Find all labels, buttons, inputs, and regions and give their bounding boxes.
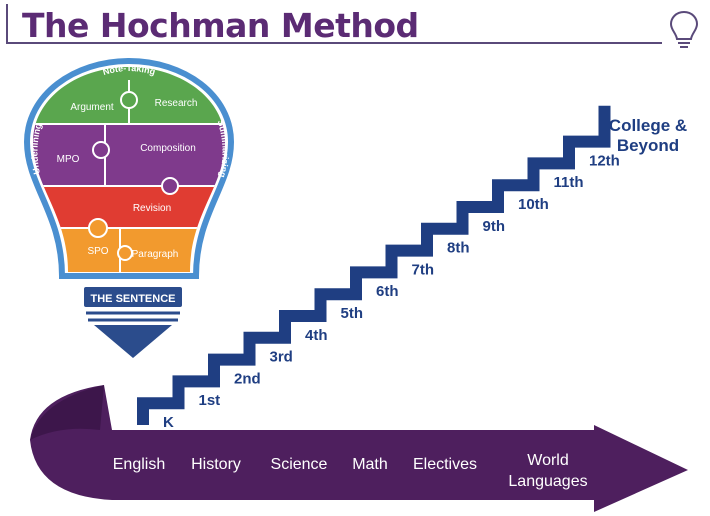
grade-label: 9th [483, 218, 506, 235]
idea-bulb: Note-Taking Underlining Summarizing Argu… [23, 57, 235, 358]
grade-label: 1st [199, 392, 221, 409]
subject-labels: English History Science Math Electives W… [113, 452, 588, 490]
college-label-line2: Beyond [617, 136, 679, 155]
sentence-label: THE SENTENCE [91, 293, 176, 305]
grade-label: 4th [305, 327, 328, 344]
subject-history: History [191, 456, 241, 473]
grade-label: 3rd [270, 349, 293, 366]
piece-argument: Argument [70, 102, 114, 113]
bulb-tip [94, 325, 172, 358]
grade-label: 8th [447, 240, 470, 257]
piece-mpo: MPO [57, 154, 80, 165]
grade-label: 2nd [234, 370, 261, 387]
lightbulb-icon [669, 10, 699, 48]
title-box: The Hochman Method [6, 4, 662, 45]
grade-label: 12th [589, 152, 620, 169]
piece-revision: Revision [133, 203, 171, 214]
subject-world-languages-line2: Languages [508, 473, 587, 490]
grade-label: 10th [518, 196, 549, 213]
piece-composition: Composition [140, 143, 196, 154]
grade-label: 11th [554, 174, 584, 191]
page-title: The Hochman Method [22, 6, 419, 45]
grade-label: 6th [376, 283, 399, 300]
subjects-arrow [30, 385, 688, 512]
grade-label: 7th [412, 261, 435, 278]
college-label-line1: College & [609, 116, 687, 135]
subject-math: Math [352, 456, 388, 473]
piece-paragraph: Paragraph [132, 249, 179, 260]
grade-label: K [163, 414, 174, 431]
grade-labels: K 1st 2nd 3rd 4th 5th 6th 7th 8th 9th 10th 11th 12th [163, 152, 620, 431]
arc-label-left: Underlining [29, 122, 43, 175]
sentence-base [84, 287, 182, 307]
piece-spo: SPO [87, 246, 108, 257]
grade-label: 5th [341, 305, 364, 322]
subject-world-languages-line1: World [527, 452, 569, 469]
subject-electives: Electives [413, 456, 477, 473]
arc-label-top: Note-Taking [102, 63, 157, 77]
staircase [137, 105, 611, 425]
subject-english: English [113, 456, 165, 473]
subject-science: Science [271, 456, 328, 473]
piece-research: Research [155, 98, 198, 109]
